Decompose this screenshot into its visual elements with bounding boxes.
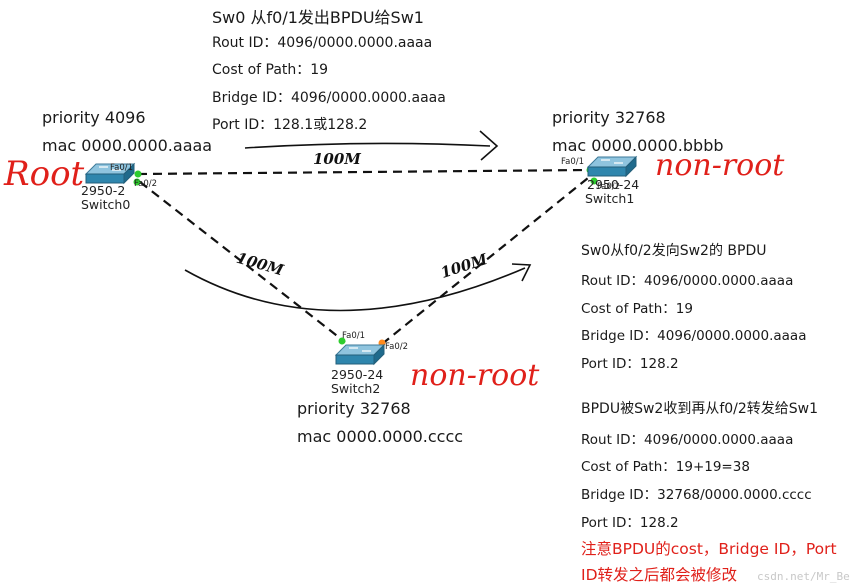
bpdu3-path-cost: Cost of Path：19+19=38 [581, 459, 750, 475]
bpdu1-port-id: Port ID：128.1或128.2 [212, 117, 368, 133]
bpdu1-title: Sw0 从f0/1发出BPDU给Sw1 [212, 8, 424, 27]
link-sw0-sw1 [137, 168, 591, 176]
note-line-1: 注意BPDU的cost，Bridge ID，Port [581, 540, 837, 558]
bpdu2-bridge-id: Bridge ID：4096/0000.0000.aaaa [581, 328, 807, 344]
bpdu3-bridge-id: Bridge ID：32768/0000.0000.cccc [581, 487, 812, 503]
bpdu3-port-id: Port ID：128.2 [581, 515, 679, 531]
port-light-sw1-fa02 [590, 177, 598, 185]
sw1-priority: priority 32768 [552, 108, 666, 127]
sw0-name: Switch0 [81, 197, 131, 212]
link-sw0-sw1-speed: 100M [313, 150, 361, 168]
bpdu2-title: Sw0从f0/2发向Sw2的 BPDU [581, 243, 767, 259]
sw2-priority: priority 32768 [297, 399, 411, 418]
sw0-mac: mac 0000.0000.aaaa [42, 136, 213, 155]
sw1-port-fa02-label: Fa0/2 [597, 182, 620, 192]
sw2-port-fa02-label: Fa0/2 [385, 342, 408, 352]
arrow-bpdu-via-sw2 [184, 267, 526, 312]
port-light-sw0-fa02 [133, 178, 141, 186]
sw1-role-annotation: non-root [655, 148, 785, 183]
bpdu3-root-id: Rout ID：4096/0000.0000.aaaa [581, 432, 794, 448]
sw2-port-fa01-label: Fa0/1 [342, 331, 365, 341]
bpdu2-port-id: Port ID：128.2 [581, 356, 679, 372]
sw2-mac: mac 0000.0000.cccc [297, 427, 464, 446]
sw1-model: 2950-24 [587, 177, 640, 192]
arrow-bpdu-sw0-to-sw1 [244, 142, 491, 149]
port-light-sw2-fa01 [338, 337, 346, 345]
switch-icon[interactable] [84, 162, 136, 185]
sw2-role-annotation: non-root [410, 358, 540, 393]
sw0-port-fa01-label: Fa0/1 [110, 163, 133, 173]
switch-icon[interactable] [334, 343, 386, 366]
bpdu2-root-id: Rout ID：4096/0000.0000.aaaa [581, 273, 794, 289]
watermark: csdn.net/Mr_Be [757, 570, 850, 583]
sw1-name: Switch1 [585, 191, 635, 206]
bpdu1-root-id: Rout ID：4096/0000.0000.aaaa [212, 35, 433, 51]
arrow-head-via-sw2 [511, 263, 532, 282]
bpdu3-title: BPDU被Sw2收到再从f0/2转发给Sw1 [581, 401, 819, 417]
sw2-name: Switch2 [331, 381, 381, 396]
sw2-model: 2950-24 [331, 367, 384, 382]
sw1-port-fa01-label: Fa0/1 [561, 157, 584, 167]
sw1-mac: mac 0000.0000.bbbb [552, 136, 724, 155]
port-light-sw0-fa01 [134, 170, 142, 178]
sw0-port-fa02-label: Fa0/2 [134, 179, 157, 189]
bpdu1-path-cost: Cost of Path：19 [212, 62, 329, 78]
bpdu1-bridge-id: Bridge ID：4096/0000.0000.aaaa [212, 90, 446, 106]
note-line-2: ID转发之后都会被修改 [581, 566, 738, 584]
link-sw0-sw2 [139, 181, 346, 343]
arrow-head-sw0-to-sw1 [479, 130, 499, 161]
switch-icon[interactable] [586, 155, 638, 178]
bpdu2-path-cost: Cost of Path：19 [581, 301, 693, 317]
sw0-priority: priority 4096 [42, 108, 146, 127]
sw0-role-annotation: Root [4, 154, 85, 194]
sw0-model: 2950-2 [81, 183, 126, 198]
